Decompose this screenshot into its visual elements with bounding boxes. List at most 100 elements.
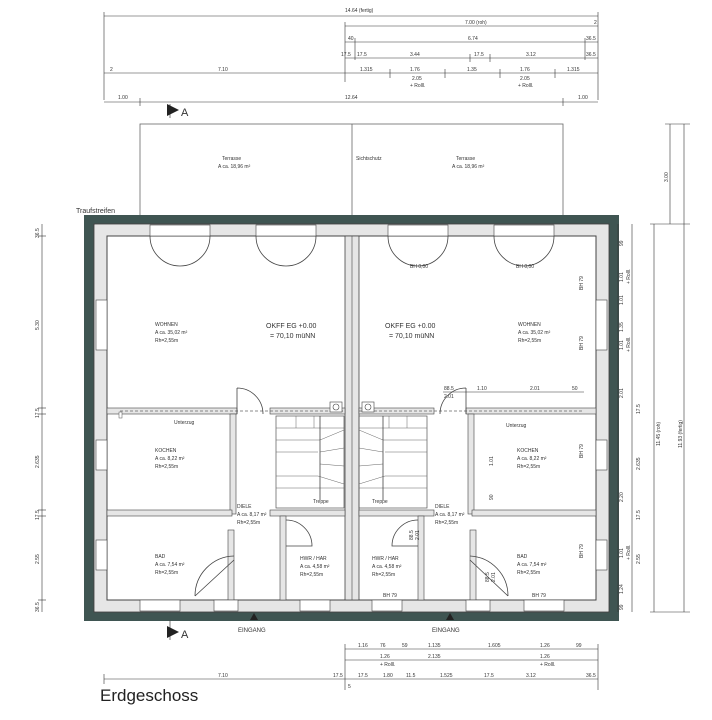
- hwr-l-area: A ca. 4,58 m²: [300, 564, 330, 570]
- hwr-l-height: Rh=2,55m: [300, 572, 323, 578]
- bottom-dim-b1-b: 76: [380, 643, 386, 649]
- diele-r-height: Rh=2,55m: [435, 520, 458, 526]
- right-dim-7: 2.01: [619, 388, 625, 398]
- right-dim-11: 17.5: [636, 510, 642, 520]
- bottom-dim-b3-i: 36.5: [586, 673, 596, 679]
- inner-dimensions: 88.5 2.01 1.10 2.01 50 1.01 90 88.5 2.01…: [409, 386, 584, 582]
- okff-l-line2: = 70,10 müNN: [270, 333, 315, 340]
- right-dim-12: 2.55: [636, 554, 642, 564]
- right-outer-2: 11.93 (fertig): [678, 420, 684, 448]
- dim-right-half-end: 2: [594, 20, 597, 26]
- left-dim-0: 36.5: [35, 228, 41, 238]
- hwr-r-area: A ca. 4,58 m²: [372, 564, 402, 570]
- wohnen-r-height: Rh=2,55m: [518, 338, 541, 344]
- dim-r3-a: 17.5: [341, 52, 351, 58]
- bottom-dim-b3-g: 17.5: [484, 673, 494, 679]
- sichtschutz-label: Sichtschutz: [356, 156, 382, 162]
- unterzug-r: Unterzug: [506, 423, 527, 429]
- bh-side-3: BH 79: [579, 444, 585, 458]
- right-outer-0: 3.00: [664, 172, 670, 182]
- terrasse-r-area: A ca. 18,96 m²: [452, 164, 485, 170]
- bad-l-name: BAD: [155, 554, 166, 560]
- bottom-dim-b2-c: 2.135: [428, 654, 441, 660]
- left-dim-6: 36.5: [35, 602, 41, 612]
- inner-dim-i4: 2.01: [530, 386, 540, 392]
- okff-r-line2: = 70,10 müNN: [389, 333, 434, 340]
- right-outer-1: 11.45 (roh): [656, 422, 662, 446]
- bottom-dim-b3-d: 1.80: [383, 673, 393, 679]
- dim-r4-sub1: 2.05: [412, 76, 422, 82]
- treppe-l: Treppe: [313, 499, 329, 505]
- diele-l-area: A ca. 8,17 m²: [237, 512, 267, 518]
- right-dim-13: 1.01: [619, 548, 625, 558]
- wohnen-r-name: WOHNEN: [518, 322, 541, 328]
- top-dimensions: 14.64 (fertig) 7.00 (roh) 2 40 6.74 36.5…: [103, 8, 599, 106]
- right-dim-5: 1.01: [619, 340, 625, 350]
- section-marker-bottom: A: [167, 620, 189, 641]
- terrasse-r-name: Terrasse: [456, 156, 475, 162]
- dim-r5-b: 12.64: [345, 95, 358, 101]
- interior-walls-right: [358, 299, 608, 612]
- dim-r2-c: 36.5: [586, 36, 596, 42]
- diele-l-height: Rh=2,55m: [237, 520, 260, 526]
- bh-side-4: BH 79: [579, 544, 585, 558]
- inner-dim-i1: 88.5: [444, 386, 454, 392]
- diele-l-name: DIELE: [237, 504, 252, 510]
- bottom-dim-b1-d: 1.135: [428, 643, 441, 649]
- bottom-dim-b1-f: 1.26: [540, 643, 550, 649]
- traufstreifen-label: Traufstreifen: [76, 208, 115, 215]
- dim-r5-c: 1.00: [578, 95, 588, 101]
- left-dim-4: 17.5: [35, 510, 41, 520]
- bottom-dim-b1-a: 1.16: [358, 643, 368, 649]
- inner-dim-i8: 88.5: [409, 530, 415, 540]
- bottom-dim-b1-c: 59: [402, 643, 408, 649]
- dim-r4-sub1b: + Rolll.: [410, 83, 425, 89]
- bottom-dim-b2-b: + Rolll.: [380, 662, 395, 668]
- right-dim-15: 1.24: [619, 584, 625, 594]
- right-dim-16: 99: [619, 604, 625, 610]
- section-marker-top: A: [167, 104, 189, 119]
- right-dim-3: 1.01: [619, 295, 625, 305]
- right-dim-6: + Rolll.: [626, 337, 632, 352]
- bottom-dim-b3-e: 11.5: [406, 673, 416, 679]
- bad-l-height: Rh=2,55m: [155, 570, 178, 576]
- inner-dim-i7: 90: [489, 494, 495, 500]
- bottom-dim-b3-b: 17.5: [333, 673, 343, 679]
- kochen-l-height: Rh=2,55m: [155, 464, 178, 470]
- bottom-dimensions: 1.16 76 59 1.135 1.605 1.26 99 1.26 + Ro…: [103, 643, 599, 690]
- bad-r-name: BAD: [517, 554, 528, 560]
- section-label-bottom: A: [181, 629, 189, 641]
- bh-top-r: BH 0,00: [516, 264, 534, 270]
- dim-overall: 14.64 (fertig): [345, 8, 374, 14]
- wohnen-l-height: Rh=2,55m: [155, 338, 178, 344]
- bottom-dim-b3-h: 3.12: [526, 673, 536, 679]
- terrasse-l-area: A ca. 18,96 m²: [218, 164, 251, 170]
- dim-r3-c: 3.44: [410, 52, 420, 58]
- kochen-r-name: KOCHEN: [517, 448, 539, 454]
- dim-r3-f: 36.5: [586, 52, 596, 58]
- inner-dim-i10: 88.5: [485, 572, 491, 582]
- bottom-dim-b2-a: 1.26: [380, 654, 390, 660]
- dim-r4-f: 1.315: [567, 67, 580, 73]
- okff-l-line1: OKFF EG +0.00: [266, 323, 316, 330]
- terrasse-l-name: Terrasse: [222, 156, 241, 162]
- dim-r4-sub2: 2.05: [520, 76, 530, 82]
- right-dim-14: + Rolll.: [626, 545, 632, 560]
- plan-title: Erdgeschoss: [100, 686, 199, 705]
- sill-height-labels: BH 0,00 BH 0,00 BH 79 BH 79 BH 79 BH 79 …: [383, 264, 585, 599]
- inner-dim-i2: 2.01: [444, 394, 454, 400]
- right-dim-1: 1.01: [619, 272, 625, 282]
- treppe-r: Treppe: [372, 499, 388, 505]
- right-dim-2: + Rolll.: [626, 269, 632, 284]
- kochen-l-name: KOCHEN: [155, 448, 177, 454]
- bad-r-area: A ca. 7,54 m²: [517, 562, 547, 568]
- entrances: EINGANG EINGANG: [238, 613, 460, 634]
- bottom-dim-b1-e: 1.605: [488, 643, 501, 649]
- wohnen-l-name: WOHNEN: [155, 322, 178, 328]
- wohnen-r-area: A ca. 35,02 m²: [518, 330, 551, 336]
- inner-dim-i3: 1.10: [477, 386, 487, 392]
- inner-dim-i9: 2.01: [415, 530, 421, 540]
- bottom-dim-b3-a: 7.10: [218, 673, 228, 679]
- dim-r4-sub2b: + Rolll.: [518, 83, 533, 89]
- left-dimensions: 36.5 5.30 17.5 2.635 17.5 2.55 36.5: [35, 224, 46, 612]
